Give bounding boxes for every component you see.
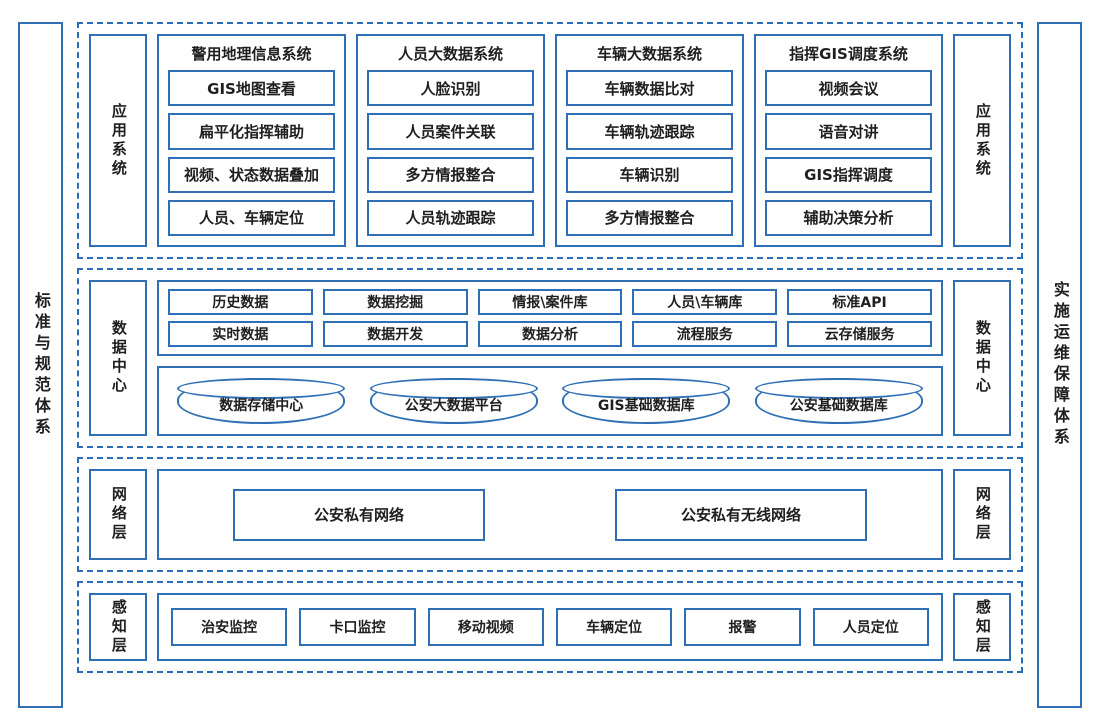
left-pillar-label: 标准与规范体系 — [31, 291, 51, 439]
app-column-person-bigdata-items: 人脸识别 人员案件关联 多方情报整合 人员轨迹跟踪 — [367, 70, 534, 236]
sensing-panel: 治安监控 卡口监控 移动视频 车辆定位 报警 人员定位 — [157, 593, 943, 661]
data-center-right-caption: 数据中心 — [953, 280, 1011, 436]
application-right-caption: 应用系统 — [953, 34, 1011, 247]
service-column: 历史数据 实时数据 — [168, 289, 313, 347]
app-column-person-bigdata-title: 人员大数据系统 — [397, 45, 503, 63]
service-item[interactable]: 实时数据 — [168, 321, 313, 347]
layer-sensing: 感知层 治安监控 卡口监控 移动视频 车辆定位 报警 人员定位 感知层 — [77, 581, 1023, 673]
database-label: 数据存储中心 — [219, 397, 304, 414]
sensing-item[interactable]: 报警 — [684, 608, 801, 646]
right-pillar-label: 实施运维保障体系 — [1050, 281, 1070, 449]
service-item[interactable]: 流程服务 — [632, 321, 778, 347]
data-center-left-caption: 数据中心 — [89, 280, 147, 436]
app-column-vehicle-bigdata-items: 车辆数据比对 车辆轨迹跟踪 车辆识别 多方情报整合 — [566, 70, 733, 236]
app-item[interactable]: 多方情报整合 — [367, 156, 534, 193]
database-cylinder[interactable]: 公安大数据平台 — [369, 378, 538, 424]
network-left-caption-label: 网络层 — [109, 486, 128, 543]
app-column-vehicle-bigdata[interactable]: 车辆大数据系统 车辆数据比对 车辆轨迹跟踪 车辆识别 多方情报整合 — [555, 34, 744, 247]
app-column-vehicle-bigdata-title: 车辆大数据系统 — [596, 45, 702, 63]
data-center-right-caption-label: 数据中心 — [973, 320, 992, 396]
service-item[interactable]: 历史数据 — [168, 289, 313, 315]
app-column-person-bigdata[interactable]: 人员大数据系统 人脸识别 人员案件关联 多方情报整合 人员轨迹跟踪 — [356, 34, 545, 247]
sensing-left-caption: 感知层 — [89, 593, 147, 661]
right-pillar-operations: 实施运维保障体系 — [1037, 22, 1082, 708]
sensing-item[interactable]: 车辆定位 — [555, 608, 673, 646]
layer-network: 网络层 公安私有网络 公安私有无线网络 网络层 — [77, 457, 1023, 572]
network-left-caption: 网络层 — [89, 469, 147, 560]
service-item[interactable]: 人员\车辆库 — [632, 289, 778, 315]
network-panel: 公安私有网络 公安私有无线网络 — [157, 469, 943, 560]
network-item[interactable]: 公安私有网络 — [233, 488, 485, 541]
service-item[interactable]: 数据挖掘 — [322, 289, 468, 315]
application-left-caption: 应用系统 — [89, 34, 147, 247]
service-item[interactable]: 数据分析 — [477, 321, 623, 347]
app-column-gis-title: 警用地理信息系统 — [191, 45, 312, 63]
service-column: 人员\车辆库 流程服务 — [632, 289, 778, 347]
app-item[interactable]: GIS指挥调度 — [765, 156, 932, 193]
network-right-caption: 网络层 — [953, 469, 1011, 560]
layer-application: 应用系统 警用地理信息系统 GIS地图查看 扁平化指挥辅助 视频、状态数据叠加 … — [77, 22, 1023, 259]
sensing-right-caption: 感知层 — [953, 593, 1011, 661]
app-column-gis-items: GIS地图查看 扁平化指挥辅助 视频、状态数据叠加 人员、车辆定位 — [168, 70, 335, 236]
sensing-item[interactable]: 人员定位 — [812, 608, 929, 646]
app-item[interactable]: 多方情报整合 — [566, 199, 733, 236]
database-cylinder[interactable]: GIS基础数据库 — [562, 378, 731, 424]
sensing-item[interactable]: 卡口监控 — [299, 608, 416, 646]
app-item[interactable]: 辅助决策分析 — [765, 199, 932, 236]
app-item[interactable]: 人员轨迹跟踪 — [367, 199, 534, 236]
data-center-left-caption-label: 数据中心 — [109, 320, 128, 396]
service-item[interactable]: 数据开发 — [322, 321, 468, 347]
app-column-gis[interactable]: 警用地理信息系统 GIS地图查看 扁平化指挥辅助 视频、状态数据叠加 人员、车辆… — [157, 34, 346, 247]
service-item[interactable]: 标准API — [787, 289, 932, 315]
app-item[interactable]: 车辆轨迹跟踪 — [566, 113, 733, 150]
application-columns: 警用地理信息系统 GIS地图查看 扁平化指挥辅助 视频、状态数据叠加 人员、车辆… — [157, 34, 943, 247]
app-column-command-gis-items: 视频会议 语音对讲 GIS指挥调度 辅助决策分析 — [765, 70, 932, 236]
network-item[interactable]: 公安私有无线网络 — [615, 488, 867, 541]
application-left-caption-label: 应用系统 — [109, 102, 128, 179]
network-right-caption-label: 网络层 — [973, 486, 992, 543]
app-item[interactable]: 视频、状态数据叠加 — [168, 156, 335, 193]
app-item[interactable]: 人脸识别 — [367, 70, 534, 107]
layer-stack: 应用系统 警用地理信息系统 GIS地图查看 扁平化指挥辅助 视频、状态数据叠加 … — [77, 22, 1023, 708]
app-item[interactable]: 人员案件关联 — [367, 113, 534, 150]
database-label: 公安大数据平台 — [404, 397, 503, 414]
app-item[interactable]: 车辆数据比对 — [566, 70, 733, 107]
service-column: 数据挖掘 数据开发 — [322, 289, 468, 347]
application-right-caption-label: 应用系统 — [973, 102, 992, 179]
service-item[interactable]: 情报\案件库 — [477, 289, 623, 315]
database-cylinder[interactable]: 数据存储中心 — [177, 378, 346, 424]
layer-data-center: 数据中心 历史数据 实时数据 数据挖掘 数据开发 情报\案件库 数据分析 — [77, 268, 1023, 448]
service-column: 情报\案件库 数据分析 — [477, 289, 623, 347]
data-services-panel: 历史数据 实时数据 数据挖掘 数据开发 情报\案件库 数据分析 人员\车辆库 流… — [157, 280, 943, 356]
data-center-body: 历史数据 实时数据 数据挖掘 数据开发 情报\案件库 数据分析 人员\车辆库 流… — [157, 280, 943, 436]
app-item[interactable]: 语音对讲 — [765, 113, 932, 150]
database-label: GIS基础数据库 — [597, 397, 695, 414]
database-cylinder[interactable]: 公安基础数据库 — [754, 378, 923, 424]
app-item[interactable]: 人员、车辆定位 — [168, 199, 335, 236]
sensing-right-caption-label: 感知层 — [973, 598, 992, 656]
sensing-item[interactable]: 治安监控 — [171, 608, 288, 646]
service-item[interactable]: 云存储服务 — [787, 321, 932, 347]
app-item[interactable]: 扁平化指挥辅助 — [168, 113, 335, 150]
left-pillar-standards: 标准与规范体系 — [18, 22, 63, 708]
app-item[interactable]: 视频会议 — [765, 70, 932, 107]
sensing-item[interactable]: 移动视频 — [427, 608, 544, 646]
app-item[interactable]: GIS地图查看 — [168, 70, 335, 107]
app-item[interactable]: 车辆识别 — [566, 156, 733, 193]
sensing-left-caption-label: 感知层 — [109, 598, 128, 656]
service-column: 标准API 云存储服务 — [787, 289, 932, 347]
app-column-command-gis-title: 指挥GIS调度系统 — [789, 45, 908, 63]
database-label: 公安基础数据库 — [789, 397, 888, 414]
app-column-command-gis[interactable]: 指挥GIS调度系统 视频会议 语音对讲 GIS指挥调度 辅助决策分析 — [754, 34, 943, 247]
data-stores-panel: 数据存储中心 公安大数据平台 GIS基础数据库 公安基础数据库 — [157, 366, 943, 436]
